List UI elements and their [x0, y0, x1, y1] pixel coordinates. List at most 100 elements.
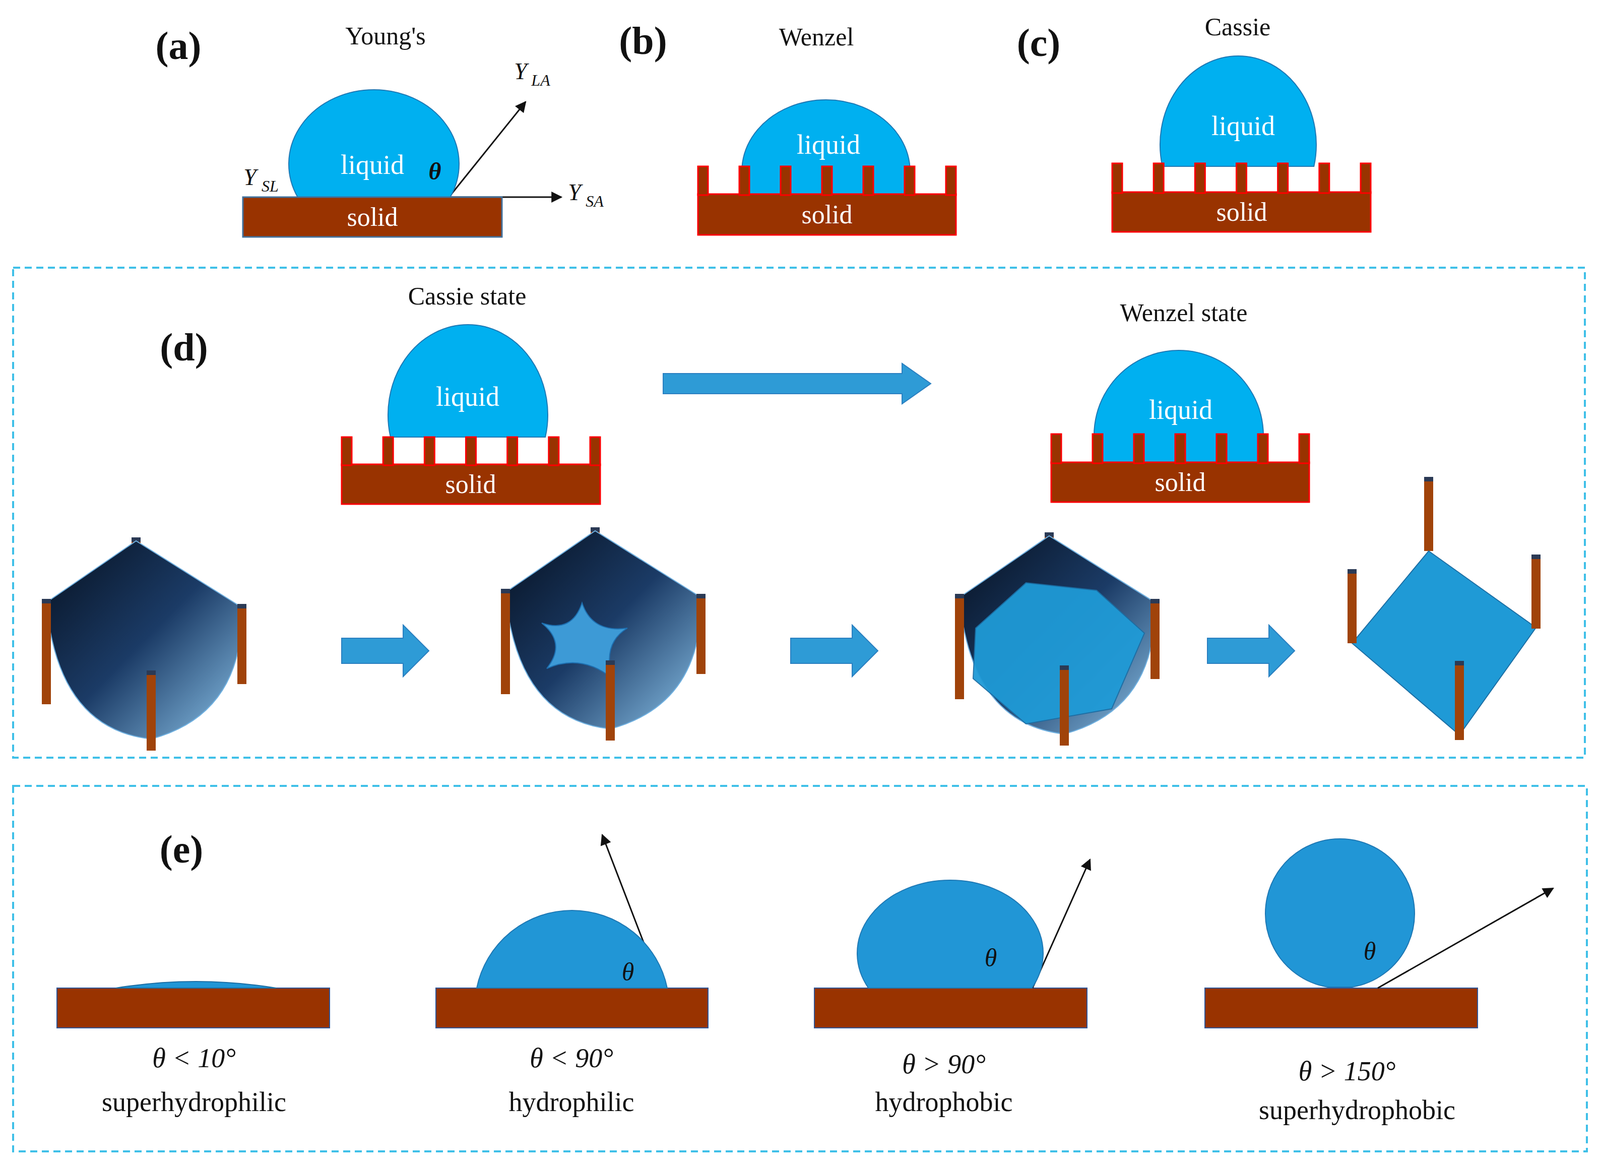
pillar-cell: [41, 537, 247, 739]
pillar: [507, 436, 518, 466]
pillar: [904, 166, 915, 196]
pillar: [1319, 163, 1330, 194]
solid-substrate: [814, 987, 1087, 1028]
pillar: [1194, 163, 1205, 194]
pillar: [1153, 163, 1164, 194]
pillar: [382, 436, 394, 466]
panel-letter: (c): [1016, 21, 1061, 65]
solid-substrate: [56, 987, 330, 1028]
drop-label: θ: [984, 943, 998, 972]
pillar: [1299, 433, 1310, 464]
liquid-drop: liquidθ: [288, 89, 460, 198]
block-arrow: [663, 363, 931, 404]
figure-label: SL: [261, 177, 279, 196]
drop-label: liquid: [1211, 111, 1275, 142]
figure-label: Wenzel state: [1120, 298, 1248, 327]
pillar: [1531, 557, 1541, 629]
figure-label: Y: [243, 164, 257, 191]
substrate-base: [242, 197, 502, 237]
pillar: [945, 166, 956, 196]
pillar: [863, 166, 874, 196]
drop-shape: [1265, 838, 1415, 987]
node-outline: [1265, 838, 1415, 987]
pillar: [424, 436, 435, 466]
pillar: [1360, 163, 1371, 194]
figure-label: θ > 90°: [902, 1049, 986, 1079]
solid-substrate: solid: [1112, 163, 1371, 232]
drop-shape: [1160, 55, 1317, 167]
figure-label: Cassie state: [408, 282, 527, 310]
solid-label: solid: [444, 469, 496, 499]
solid-substrate: solid: [1051, 433, 1310, 502]
figure-label: Young's: [345, 22, 426, 50]
drop-shape: [388, 324, 548, 437]
pillar: [739, 166, 750, 196]
figure-label: Wenzel: [779, 23, 855, 51]
pinning-stage: [41, 537, 247, 751]
solid-label: solid: [801, 200, 853, 229]
pillar-cell: [500, 527, 706, 729]
substrate-base: [697, 194, 956, 235]
drop-shape: [476, 910, 668, 988]
panel-frame: [13, 785, 1587, 1151]
drop-label: liquid: [796, 130, 861, 160]
drop-label: liquid: [340, 150, 405, 180]
pillar: [466, 436, 477, 466]
pillar: [821, 166, 832, 196]
panel-letter: (a): [155, 24, 202, 68]
pillar: [548, 436, 559, 466]
liquid-drop: liquid: [388, 324, 548, 437]
pillar: [1175, 433, 1186, 464]
solid-substrate: [1204, 987, 1478, 1028]
figure-label: hydrophobic: [875, 1086, 1013, 1117]
pillar-front: [146, 670, 156, 751]
drop-shape: [288, 89, 460, 198]
liquid-drop: θ: [476, 910, 668, 988]
solid-label: solid: [346, 202, 398, 232]
solid-substrate: solid: [242, 197, 502, 237]
block-arrow: [341, 624, 429, 677]
solid-label: solid: [1154, 467, 1206, 497]
pillar-top: [1531, 554, 1541, 559]
tension-arrow: [449, 101, 526, 198]
pillar: [590, 436, 601, 466]
drop-label: liquid: [435, 381, 500, 412]
pillar: [1424, 480, 1434, 551]
liquid-drop: θ: [857, 879, 1044, 988]
figure-label: θ > 150°: [1298, 1056, 1396, 1086]
drop-label: θ: [428, 158, 442, 185]
panel-letter: (d): [159, 325, 208, 369]
node-outline: [388, 324, 548, 437]
pinning-stage: [500, 527, 706, 741]
block-arrow: [1207, 624, 1295, 677]
pillar: [1051, 433, 1062, 464]
drop-label: θ: [621, 957, 635, 986]
pillar: [1112, 163, 1123, 194]
figure-label: superhydrophobic: [1258, 1095, 1456, 1125]
pillar: [1454, 664, 1464, 740]
figure-label: Y: [567, 179, 582, 206]
pillar-top: [1347, 568, 1357, 574]
pillar: [1216, 433, 1227, 464]
figure-label: Cassie: [1204, 13, 1271, 41]
panel-letter: (e): [159, 827, 204, 871]
figure-label: θ < 10°: [152, 1043, 236, 1073]
pillar: [1092, 433, 1103, 464]
figure-label: SA: [585, 192, 604, 211]
figure-label: Y: [514, 58, 528, 85]
pillar-top: [1454, 660, 1464, 666]
substrate-base: [1112, 192, 1371, 232]
spread-film: [115, 981, 277, 988]
pillar: [1236, 163, 1247, 194]
solid-label: solid: [1216, 197, 1267, 227]
pillar: [697, 166, 709, 196]
substrate-base: [341, 464, 601, 504]
pillar: [1257, 433, 1268, 464]
figure-label: LA: [531, 71, 550, 90]
figure-label: hydrophilic: [508, 1086, 635, 1117]
drop-shape: [857, 879, 1044, 988]
pillar-front: [1059, 665, 1069, 746]
panel-frame: [13, 267, 1585, 758]
pillar: [1133, 433, 1144, 464]
